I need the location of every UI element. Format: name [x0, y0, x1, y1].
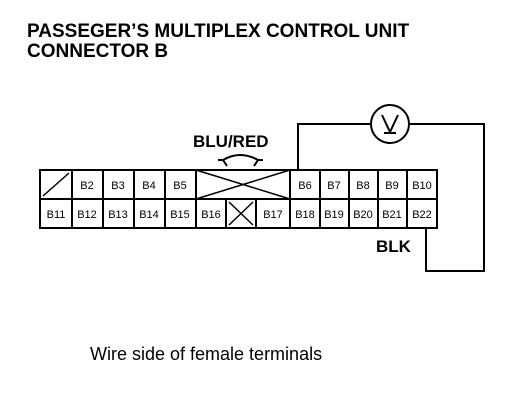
pin-label: B20 — [353, 209, 373, 221]
test-lead-positive — [297, 123, 370, 170]
pin-label: B21 — [382, 209, 402, 221]
pin-label: B8 — [356, 180, 369, 192]
caption: Wire side of female terminals — [90, 344, 322, 364]
title-line-2: CONNECTOR B — [27, 41, 168, 62]
pin-label: B11 — [47, 209, 66, 221]
jumper-wire-label: BLU/RED — [193, 132, 269, 151]
pin-label: B19 — [324, 209, 344, 221]
empty-cavity-slash — [42, 172, 70, 197]
pin-label: B13 — [108, 209, 128, 221]
blocked-section-x-2 — [195, 169, 291, 200]
pin-label: B16 — [201, 209, 221, 221]
blocked-cavity-x-2 — [228, 201, 254, 226]
pin-label: B10 — [412, 180, 432, 192]
pin-label: B3 — [111, 180, 124, 192]
bottom-row: B11 B12 B13 B14 B15 B16 B17 B18 B19 B20 … — [47, 199, 432, 228]
pin-label: B4 — [142, 180, 155, 192]
title-line-1: PASSEGER’S MULTIPLEX CONTROL UNIT — [27, 21, 410, 42]
pin-label: B22 — [412, 209, 432, 221]
pin-label: B15 — [170, 209, 190, 221]
voltmeter-circuit — [297, 104, 485, 272]
top-row: B2 B3 B4 B5 B6 B7 B8 B9 B10 — [42, 169, 432, 200]
test-lead-negative — [409, 123, 485, 272]
pin-label: B9 — [385, 180, 398, 192]
pin-label: B5 — [173, 180, 186, 192]
ground-wire-label: BLK — [376, 237, 412, 256]
pin-label: B12 — [77, 209, 97, 221]
pin-label: B6 — [298, 180, 311, 192]
pin-label: B18 — [295, 209, 315, 221]
pin-label: B2 — [80, 180, 93, 192]
pin-label: B17 — [263, 209, 283, 221]
jumper-wire — [221, 154, 260, 167]
pin-label: B14 — [139, 209, 159, 221]
voltmeter-icon — [370, 104, 410, 144]
pin-label: B7 — [327, 180, 340, 192]
